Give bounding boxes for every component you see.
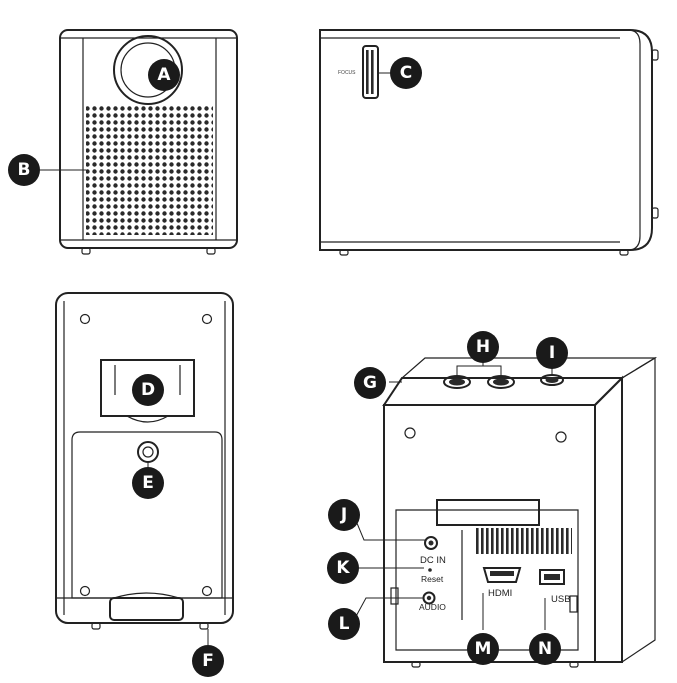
marker-e: E: [132, 467, 164, 499]
svg-text:C: C: [400, 63, 412, 83]
svg-text:M: M: [475, 639, 492, 659]
marker-h: H: [467, 331, 499, 363]
leader-lines: [40, 72, 553, 645]
marker-a: A: [148, 59, 180, 91]
marker-d: D: [132, 374, 164, 406]
bottom-view: [55, 292, 234, 630]
marker-g: G: [354, 367, 386, 399]
svg-text:D: D: [141, 380, 155, 400]
front-view: [59, 29, 238, 255]
marker-c: C: [390, 57, 422, 89]
svg-text:L: L: [339, 614, 350, 634]
svg-text:N: N: [538, 639, 552, 659]
marker-f: F: [192, 645, 224, 677]
svg-text:A: A: [157, 65, 171, 85]
marker-i: I: [536, 337, 568, 369]
reset-label: Reset: [421, 574, 444, 584]
marker-k: K: [327, 552, 359, 584]
svg-text:E: E: [142, 473, 154, 493]
svg-text:B: B: [18, 160, 31, 180]
svg-text:F: F: [202, 651, 214, 671]
svg-text:H: H: [476, 337, 490, 357]
marker-b: B: [8, 154, 40, 186]
svg-text:K: K: [336, 558, 350, 578]
marker-l: L: [328, 608, 360, 640]
dc-in-label: DC IN: [420, 555, 446, 566]
rear-perspective-view: DC IN Reset AUDIO HDMI USB: [382, 356, 658, 668]
marker-m: M: [467, 633, 499, 665]
audio-label: AUDIO: [419, 602, 446, 612]
marker-j: J: [328, 499, 360, 531]
side-view: FOCUS: [319, 29, 659, 256]
svg-text:J: J: [340, 505, 347, 525]
focus-label: FOCUS: [338, 70, 356, 76]
svg-text:I: I: [549, 343, 555, 363]
svg-text:G: G: [363, 373, 377, 393]
hdmi-label: HDMI: [488, 588, 512, 599]
usb-label: USB: [551, 594, 571, 605]
marker-n: N: [529, 633, 561, 665]
